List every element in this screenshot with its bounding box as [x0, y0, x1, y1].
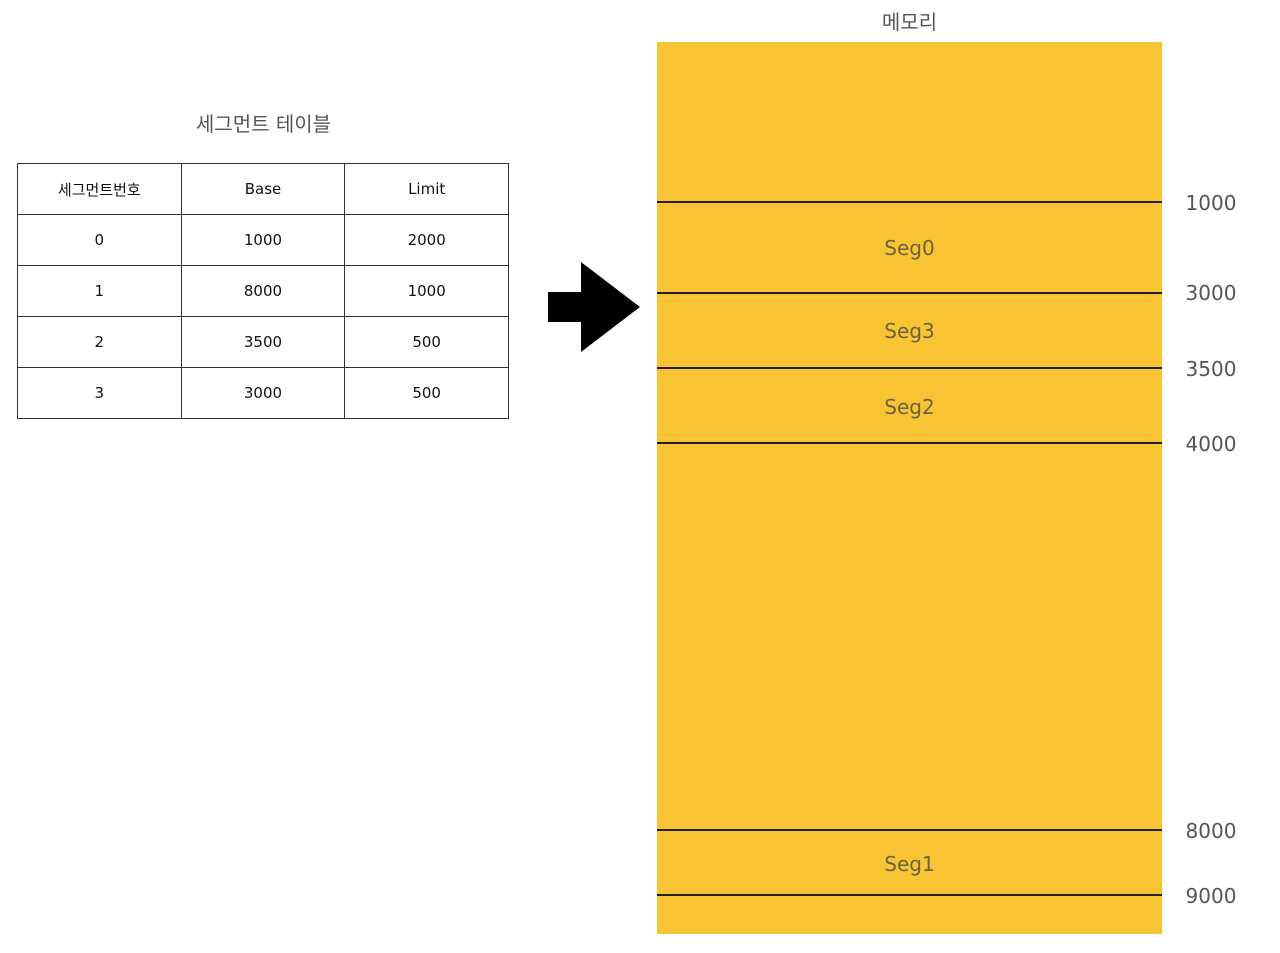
segment-label-seg2: Seg2	[884, 395, 935, 419]
table-cell: 1000	[180, 214, 346, 266]
table-cell: 2	[17, 316, 182, 368]
table-cell: 8000	[180, 265, 346, 317]
address-label: 3500	[1185, 357, 1237, 381]
column-header: Limit	[344, 163, 509, 215]
memory-boundary-line	[657, 201, 1162, 203]
memory-block: Seg0 Seg3 Seg2 Seg1	[657, 42, 1162, 934]
address-label: 3000	[1185, 281, 1237, 305]
memory-boundary-line	[657, 367, 1162, 369]
address-label: 9000	[1185, 884, 1237, 908]
segment-label-seg1: Seg1	[884, 852, 935, 876]
table-cell: 500	[344, 367, 509, 419]
table-row: 3 3000 500	[17, 367, 509, 419]
segment-table-title: 세그먼트 테이블	[195, 112, 332, 136]
right-arrow-icon	[548, 262, 640, 352]
column-header: 세그먼트번호	[17, 163, 182, 215]
table-cell: 0	[17, 214, 182, 266]
segment-label-seg3: Seg3	[884, 319, 935, 343]
memory-boundary-line	[657, 894, 1162, 896]
column-header: Base	[180, 163, 346, 215]
address-label: 1000	[1185, 191, 1237, 215]
address-label: 4000	[1185, 432, 1237, 456]
table-cell: 3	[17, 367, 182, 419]
table-header-row: 세그먼트번호 Base Limit	[17, 163, 509, 215]
memory-boundary-line	[657, 442, 1162, 444]
table-row: 1 8000 1000	[17, 265, 509, 317]
memory-boundary-line	[657, 292, 1162, 294]
table-cell: 3500	[180, 316, 346, 368]
table-cell: 1	[17, 265, 182, 317]
table-cell: 1000	[344, 265, 509, 317]
table-cell: 500	[344, 316, 509, 368]
segment-label-seg0: Seg0	[884, 236, 935, 260]
table-cell: 3000	[180, 367, 346, 419]
segment-table: 세그먼트번호 Base Limit 0 1000 2000 1 8000 100…	[17, 163, 509, 419]
memory-boundary-line	[657, 829, 1162, 831]
table-cell: 2000	[344, 214, 509, 266]
table-row: 0 1000 2000	[17, 214, 509, 266]
address-label: 8000	[1185, 819, 1237, 843]
memory-title: 메모리	[881, 10, 938, 34]
table-row: 2 3500 500	[17, 316, 509, 368]
